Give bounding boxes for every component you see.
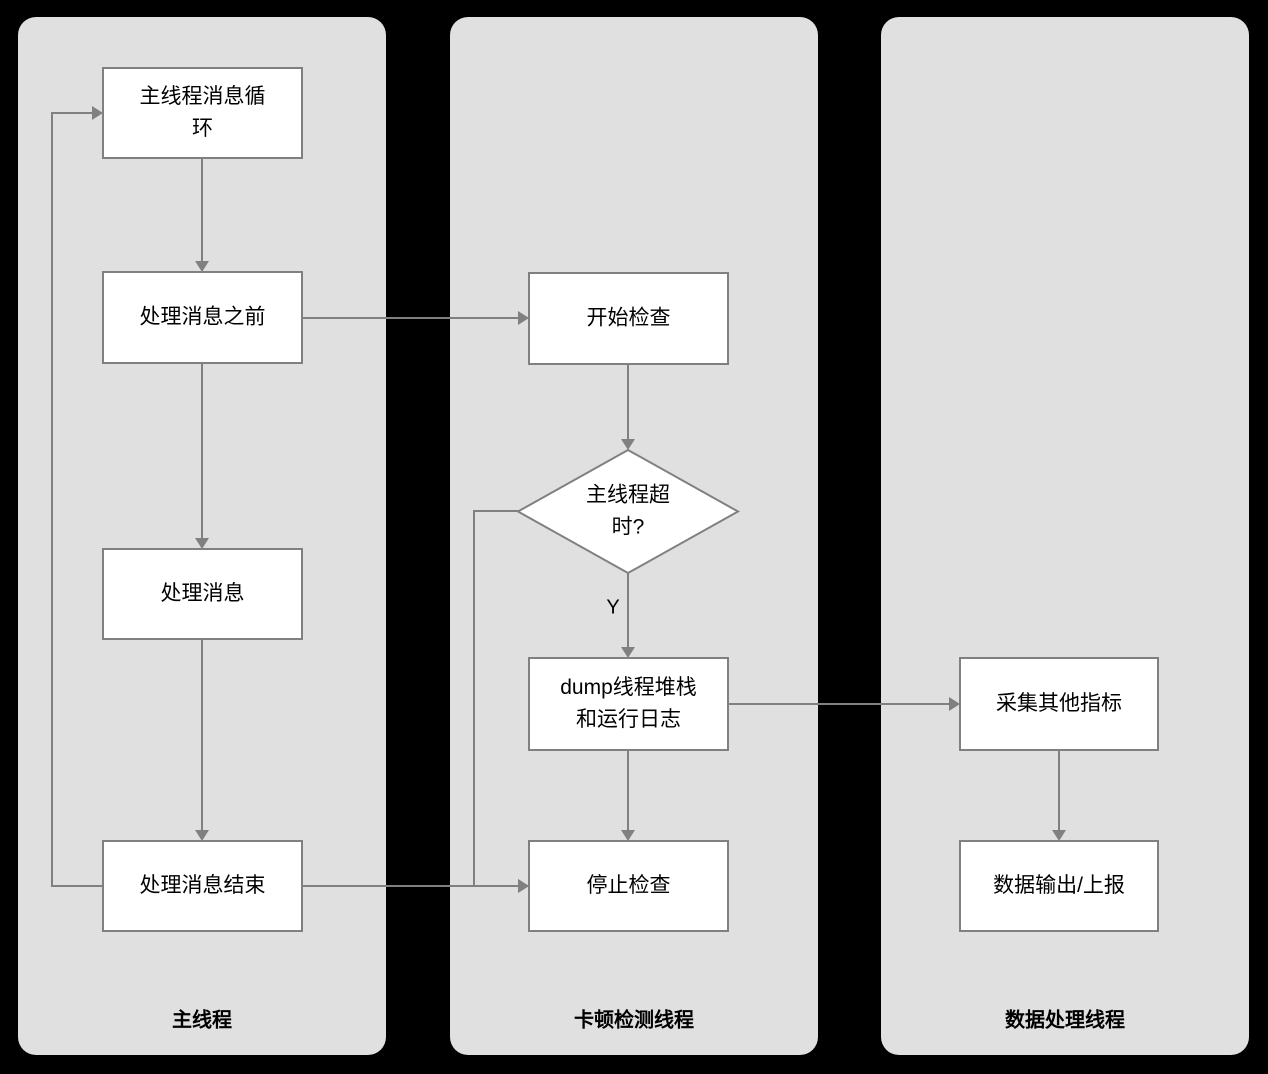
arrow-head-e-handle-to-done [195,830,209,841]
edge-e-loop-to-before [195,158,209,272]
arrow-head-e-startcheck-to-dec [621,439,635,450]
node-collect-metrics[interactable]: 采集其他指标 [959,657,1159,751]
node-label-main-loop: 主线程消息循环 [140,85,266,140]
swimlane-label-stall-detect-thread: 卡顿检测线程 [574,1007,694,1031]
node-shape-main-loop[interactable] [102,67,303,159]
edge-e-startcheck-to-dec [621,364,635,450]
node-stop-check[interactable]: 停止检查 [528,840,729,932]
edge-e-dump-to-stop [621,750,635,841]
arrow-head-e-before-to-startcheck [518,311,529,325]
arrow-head-e-dump-to-collect [949,697,960,711]
swimlane-data-process-thread [881,17,1249,1055]
edge-e-dec-to-dump: Y [606,573,635,658]
node-label-before-message: 处理消息之前 [140,305,266,328]
arrow-head-e-done-to-stop [518,879,529,893]
edge-e-before-to-startcheck [302,311,529,325]
node-output-report[interactable]: 数据输出/上报 [959,840,1159,932]
node-label-handle-message: 处理消息 [161,582,245,605]
node-before-message[interactable]: 处理消息之前 [102,271,303,364]
node-shape-start-check[interactable] [528,272,729,365]
node-shape-stop-check[interactable] [528,840,729,932]
node-start-check[interactable]: 开始检查 [528,272,729,365]
node-shape-before-message[interactable] [102,271,303,364]
node-shape-collect-metrics[interactable] [959,657,1159,751]
edge-e-done-to-stop [302,879,529,893]
node-message-done[interactable]: 处理消息结束 [102,840,303,932]
edge-e-handle-to-done [195,639,209,841]
node-shape-handle-message[interactable] [102,548,303,640]
node-shape-message-done[interactable] [102,840,303,932]
node-label-message-done: 处理消息结束 [140,874,266,897]
edge-e-dump-to-collect [728,697,960,711]
edge-e-collect-to-output [1052,750,1066,841]
node-timeout-decision[interactable]: 主线程超时? [515,448,741,575]
node-label-dump-stack: dump线程堆栈和运行日志 [560,676,697,731]
node-shape-output-report[interactable] [959,840,1159,932]
node-label-collect-metrics: 采集其他指标 [996,692,1122,715]
arrow-head-e-loop-to-before [195,261,209,272]
edge-path-e-done-to-loop [51,112,103,887]
node-label-timeout-decision: 主线程超时? [586,483,670,538]
arrow-head-e-dec-to-dump [621,647,635,658]
node-label-start-check: 开始检查 [587,306,671,329]
edge-e-before-to-handle [195,363,209,549]
node-main-loop[interactable]: 主线程消息循环 [102,67,303,159]
node-label-stop-check: 停止检查 [587,874,671,897]
edge-e-done-to-loop [51,106,103,887]
edge-label-e-dec-to-dump: Y [606,596,619,618]
lane-labels-layer: 主线程 卡顿检测线程 数据处理线程 [172,1007,1125,1031]
edges-layer: Y [51,106,1066,893]
node-shape-timeout-decision[interactable] [515,448,741,575]
swimlane-label-main-thread: 主线程 [172,1007,232,1031]
arrow-head-e-before-to-handle [195,538,209,549]
node-shape-dump-stack[interactable] [528,657,729,751]
node-label-output-report: 数据输出/上报 [993,874,1125,897]
node-handle-message[interactable]: 处理消息 [102,548,303,640]
arrow-head-e-done-to-loop [92,106,103,120]
arrow-head-e-dump-to-stop [621,830,635,841]
node-dump-stack[interactable]: dump线程堆栈和运行日志 [528,657,729,751]
arrow-head-e-collect-to-output [1052,830,1066,841]
swimlane-label-data-process-thread: 数据处理线程 [1005,1007,1125,1031]
